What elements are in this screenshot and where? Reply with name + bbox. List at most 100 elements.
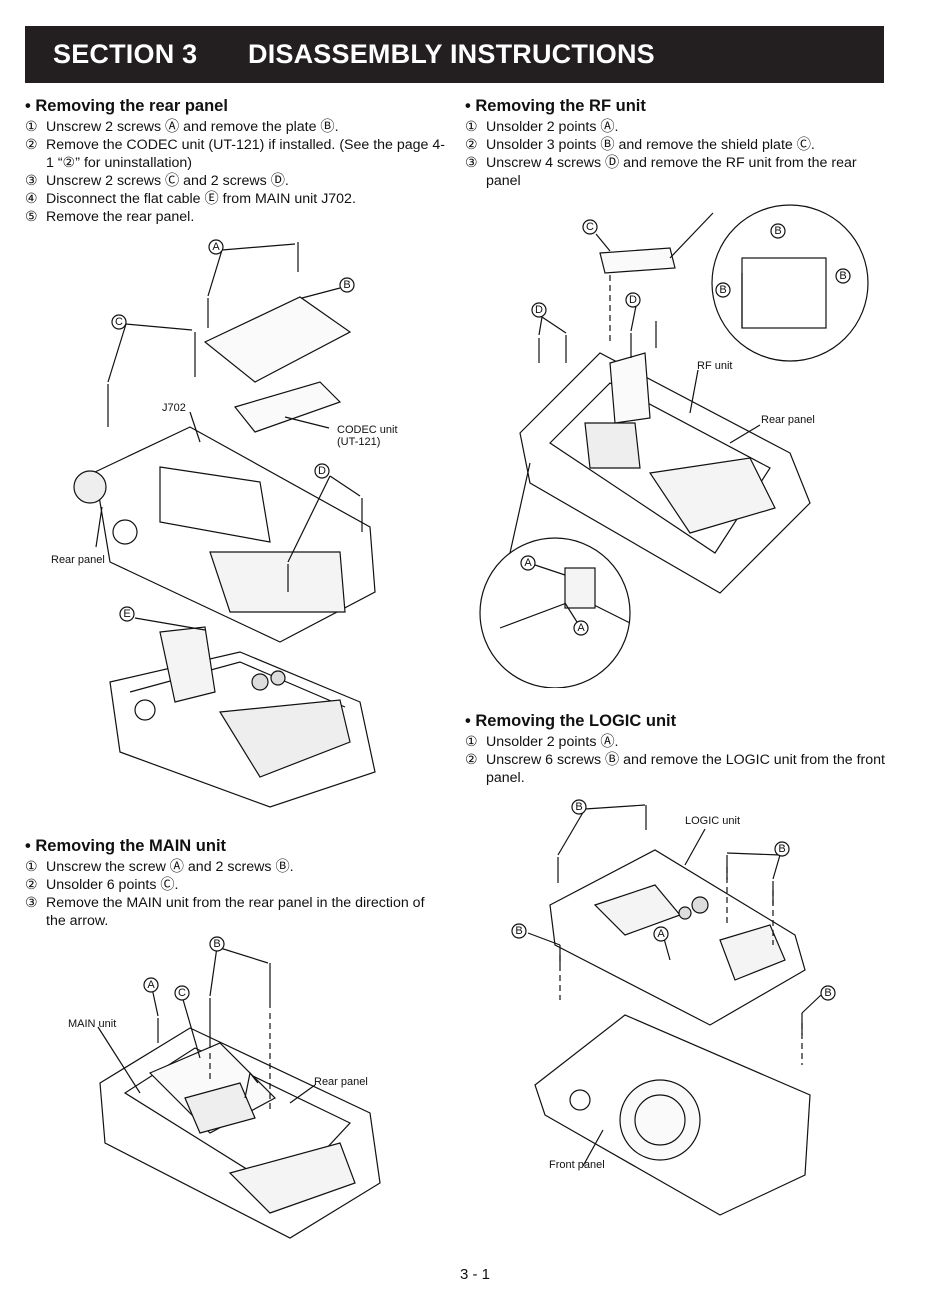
- step-text: Unsolder 6 points Ⓒ.: [46, 877, 179, 893]
- callout-C: C: [582, 219, 598, 235]
- callout-D: D: [531, 302, 547, 318]
- step-number: ①: [465, 734, 478, 750]
- step-text: Unscrew 2 screws Ⓐ and remove the plate …: [46, 119, 339, 135]
- codec-unit-label: CODEC unit: [337, 424, 398, 436]
- step-text: Remove the CODEC unit (UT-121) if instal…: [46, 137, 446, 171]
- main-unit-label: MAIN unit: [68, 1018, 116, 1030]
- step-number: ③: [465, 155, 478, 171]
- svg-text:B: B: [778, 843, 785, 855]
- svg-text:B: B: [213, 938, 220, 950]
- step-item: ② Unsolder 3 points Ⓑ and remove the shie…: [465, 136, 885, 154]
- step-text: Unscrew 6 screws Ⓑ and remove the LOGIC …: [486, 752, 885, 786]
- logic-unit-heading: • Removing the LOGIC unit: [465, 712, 677, 730]
- step-number: ①: [25, 119, 38, 135]
- step-item: ⑤ Remove the rear panel.: [25, 208, 445, 226]
- callout-B: B: [835, 268, 851, 284]
- step-item: ① Unsolder 2 points Ⓐ.: [465, 733, 885, 751]
- main-unit-steps: ① Unscrew the screw Ⓐ and 2 screws Ⓑ. ② Un…: [25, 858, 445, 930]
- callout-A: A: [208, 239, 224, 255]
- step-item: ① Unscrew the screw Ⓐ and 2 screws Ⓑ.: [25, 858, 445, 876]
- callout-A: A: [143, 977, 159, 993]
- step-number: ⑤: [25, 209, 38, 225]
- callout-A: A: [573, 620, 589, 636]
- svg-text:C: C: [115, 316, 123, 328]
- step-text: Remove the MAIN unit from the rear panel…: [46, 895, 425, 929]
- step-item: ② Unsolder 6 points Ⓒ.: [25, 876, 445, 894]
- svg-text:B: B: [824, 987, 831, 999]
- svg-text:B: B: [515, 925, 522, 937]
- codec-model-label: (UT-121): [337, 436, 380, 448]
- callout-A: A: [653, 926, 669, 942]
- section-banner: SECTION 3 DISASSEMBLY INSTRUCTIONS: [25, 26, 884, 83]
- step-item: ② Unscrew 6 screws Ⓑ and remove the LOGIC…: [465, 751, 885, 787]
- page-number: 3 - 1: [459, 1266, 490, 1283]
- step-item: ③ Unscrew 4 screws Ⓓ and remove the RF un…: [465, 154, 885, 190]
- step-number: ②: [25, 877, 38, 893]
- callout-B: B: [339, 277, 355, 293]
- rf-unit-heading: • Removing the RF unit: [465, 97, 646, 115]
- rear-panel-diagram: A B C D E J702 CODEC unit (UT-121) Rear …: [40, 232, 440, 812]
- step-item: ④ Disconnect the flat cable Ⓔ from MAIN u…: [25, 190, 445, 208]
- callout-A: A: [520, 555, 536, 571]
- svg-text:A: A: [147, 979, 155, 991]
- rear-panel-instructions: • Removing the rear panel ① Unscrew 2 scr…: [25, 96, 445, 226]
- j702-label: J702: [162, 402, 186, 414]
- callout-E: E: [119, 606, 135, 622]
- svg-text:A: A: [657, 928, 665, 940]
- main-unit-diagram: B A C MAIN unit Rear panel: [60, 933, 390, 1248]
- step-text: Unsolder 3 points Ⓑ and remove the shiel…: [486, 137, 815, 153]
- step-number: ④: [25, 191, 38, 207]
- logic-unit-instructions: • Removing the LOGIC unit ① Unsolder 2 po…: [465, 711, 885, 787]
- step-number: ②: [465, 752, 478, 768]
- step-number: ①: [465, 119, 478, 135]
- section-title: DISASSEMBLY INSTRUCTIONS: [248, 39, 655, 69]
- callout-D: D: [625, 292, 641, 308]
- step-text: Unsolder 2 points Ⓐ.: [486, 734, 619, 750]
- step-number: ③: [25, 173, 38, 189]
- main-unit-heading: • Removing the MAIN unit: [25, 837, 227, 855]
- callout-B: B: [571, 799, 587, 815]
- callout-C: C: [111, 314, 127, 330]
- rf-unit-diagram: C B B B D D A A RF unit Rear panel: [470, 203, 880, 688]
- callout-B: B: [511, 923, 527, 939]
- step-item: ① Unscrew 2 screws Ⓐ and remove the plate…: [25, 118, 445, 136]
- logic-unit-steps: ① Unsolder 2 points Ⓐ. ② Unscrew 6 screws …: [465, 733, 885, 787]
- svg-text:C: C: [586, 221, 594, 233]
- svg-text:B: B: [839, 270, 846, 282]
- step-number: ①: [25, 859, 38, 875]
- step-number: ②: [25, 137, 38, 153]
- callout-B: B: [770, 223, 786, 239]
- svg-text:D: D: [318, 465, 326, 477]
- step-text: Disconnect the flat cable Ⓔ from MAIN un…: [46, 191, 356, 207]
- callout-C: C: [174, 985, 190, 1001]
- svg-text:A: A: [524, 557, 532, 569]
- callout-B: B: [774, 841, 790, 857]
- rear-panel-heading: • Removing the rear panel: [25, 97, 228, 115]
- step-text: Remove the rear panel.: [46, 209, 195, 225]
- rf-unit-label: RF unit: [697, 360, 732, 372]
- callout-B: B: [209, 936, 225, 952]
- svg-text:D: D: [629, 294, 637, 306]
- svg-text:A: A: [212, 241, 220, 253]
- step-text: Unscrew the screw Ⓐ and 2 screws Ⓑ.: [46, 859, 294, 875]
- main-unit-instructions: • Removing the MAIN unit ① Unscrew the sc…: [25, 836, 445, 930]
- rear-panel-steps: ① Unscrew 2 screws Ⓐ and remove the plate…: [25, 118, 445, 226]
- rear-panel-label: Rear panel: [761, 414, 815, 426]
- svg-text:B: B: [719, 284, 726, 296]
- callout-D: D: [314, 463, 330, 479]
- front-panel-label: Front panel: [549, 1159, 605, 1171]
- svg-text:B: B: [343, 279, 350, 291]
- svg-text:A: A: [577, 622, 585, 634]
- svg-text:B: B: [774, 225, 781, 237]
- step-text: Unscrew 4 screws Ⓓ and remove the RF uni…: [486, 155, 857, 189]
- logic-unit-label: LOGIC unit: [685, 815, 740, 827]
- logic-unit-diagram: B B B B A LOGIC unit Front panel: [505, 795, 845, 1225]
- rear-panel-label: Rear panel: [314, 1076, 368, 1088]
- svg-text:E: E: [123, 608, 130, 620]
- step-number: ③: [25, 895, 38, 911]
- step-number: ②: [465, 137, 478, 153]
- svg-text:C: C: [178, 987, 186, 999]
